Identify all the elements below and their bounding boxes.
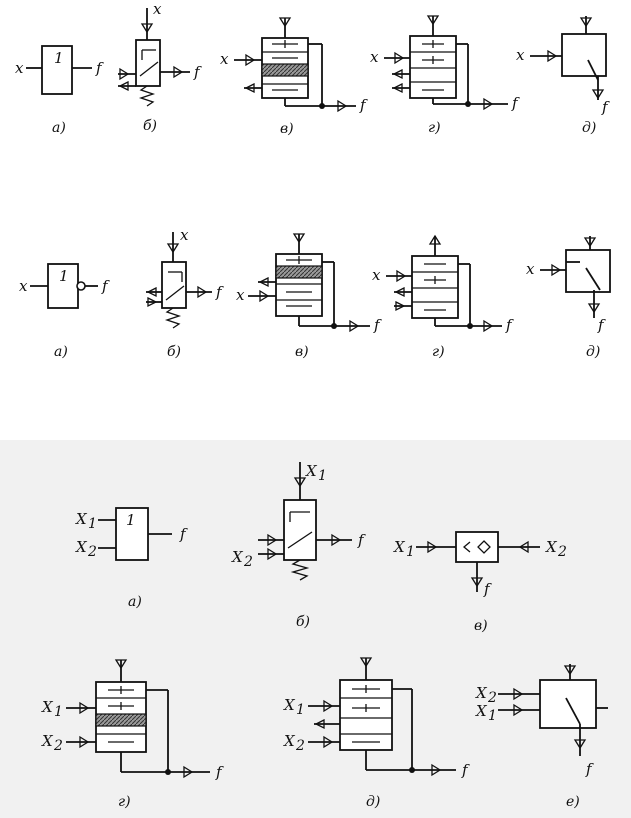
r2d-input-x: x [526,260,535,278]
p3b-input-x2: X [231,548,244,566]
p3-relay-two-input: X 2 X 1 f е) [475,664,608,810]
p3d-sub2: 2 [295,738,305,754]
r1-caption-b: б) [143,118,157,134]
p3a-input-x1: X [75,510,88,528]
p3a-function-1: 1 [126,511,136,529]
p3a-input-x2: X [75,538,88,556]
r1d-input-x: x [516,46,525,64]
p3v-sub1: 1 [406,544,415,560]
p3-logic-symbol: X 1 X 2 f 1 а) [75,507,188,610]
r2v-input-x: x [236,286,245,304]
row1-repeater: x f 1 а) x f б) [15,0,610,137]
p3b-sub1: 1 [318,468,327,484]
r2-logic-symbol: x f 1 а) [19,263,110,360]
p3d-input-x2: X [283,732,296,750]
p3-spool-valve: X 1 X 2 f б) [231,462,366,630]
r1b-output-f: f [193,63,202,81]
p3-caption-d: д) [366,794,380,810]
r1-caption-g: г) [428,120,441,136]
r1v-input-x: x [220,50,229,68]
r1v-output-f: f [359,96,368,114]
r1g-output-f: f [511,94,520,112]
p3e-output-f: f [585,760,594,778]
p3-caption-b: б) [296,614,310,630]
r1-output-f: f [95,59,104,77]
p3a-output-f: f [179,525,188,543]
p3d-output-f: f [461,761,470,779]
r2b-input-x: x [180,226,189,244]
p3b-sub2: 2 [243,554,253,570]
p3-caption-a: а) [128,594,142,610]
r1-membrane-element: x f в) [220,17,368,137]
p3-caption-e: е) [566,794,580,810]
p3d-input-x1: X [283,696,296,714]
r1-relay-symbol: x f д) [516,16,610,136]
r2-caption-d: д) [586,344,600,360]
p3-membrane-and: X 1 X 2 f г) [41,659,224,810]
r1-stacked-element: x f г) [370,15,520,136]
r1-caption-d: д) [582,120,596,136]
r2-relay-symbol: x f д) [526,236,611,360]
r2-input-x: x [19,277,28,295]
p3d-sub1: 1 [296,702,305,718]
p3-caption-v: в) [474,618,488,634]
r2-spool-valve: x f б) [146,226,224,360]
p3g-input-x1: X [41,698,54,716]
p3g-input-x2: X [41,732,54,750]
p3v-input-x2: X [545,538,558,556]
p3a-sub2: 2 [87,544,97,560]
r2-function-1: 1 [59,267,69,285]
r1-input-x: x [15,59,24,77]
r2-membrane-element: x f в) [236,233,382,360]
r1-function-1: 1 [54,49,64,67]
p3a-sub1: 1 [88,516,97,532]
p3v-input-x1: X [393,538,406,556]
r1-caption-v: в) [280,121,294,137]
r1-caption-a: а) [52,120,66,136]
p3e-input-x2: X [475,684,488,702]
p3g-sub2: 2 [53,738,63,754]
r1-spool-valve: x f б) [118,0,202,134]
r2-stacked-element: x f г) [372,234,514,360]
p3g-sub1: 1 [54,704,63,720]
p3-stacked-or: X 1 X 2 f д) [283,657,470,810]
row2-inverter: x f 1 а) x f б) [19,226,611,360]
r2-output-f: f [101,277,110,295]
p3g-output-f: f [215,763,224,781]
p3e-sub2: 2 [487,690,497,706]
p3e-input-x1: X [475,702,488,720]
r2v-output-f: f [373,316,382,334]
r2-caption-b: б) [167,344,181,360]
p3e-sub1: 1 [488,708,497,724]
r2-caption-v: в) [295,344,309,360]
r2g-input-x: x [372,266,381,284]
panel3-two-input: X 1 X 2 f 1 а) X 1 X 2 f [41,462,608,810]
r1-logic-symbol: x f 1 а) [15,45,104,136]
p3v-output-f: f [483,580,492,598]
r1b-input-x: x [153,0,162,18]
p3v-sub2: 2 [557,544,567,560]
r1d-output-f: f [601,98,610,116]
p3b-input-x1: X [305,462,318,480]
r2g-output-f: f [505,316,514,334]
p3-shuttle-valve: X 1 X 2 f в) [393,531,567,634]
r2d-output-f: f [597,316,606,334]
p3b-output-f: f [357,531,366,549]
r2-caption-g: г) [432,344,445,360]
p3-caption-g: г) [118,794,131,810]
r1g-input-x: x [370,48,379,66]
r2-caption-a: а) [54,344,68,360]
r2b-output-f: f [215,283,224,301]
